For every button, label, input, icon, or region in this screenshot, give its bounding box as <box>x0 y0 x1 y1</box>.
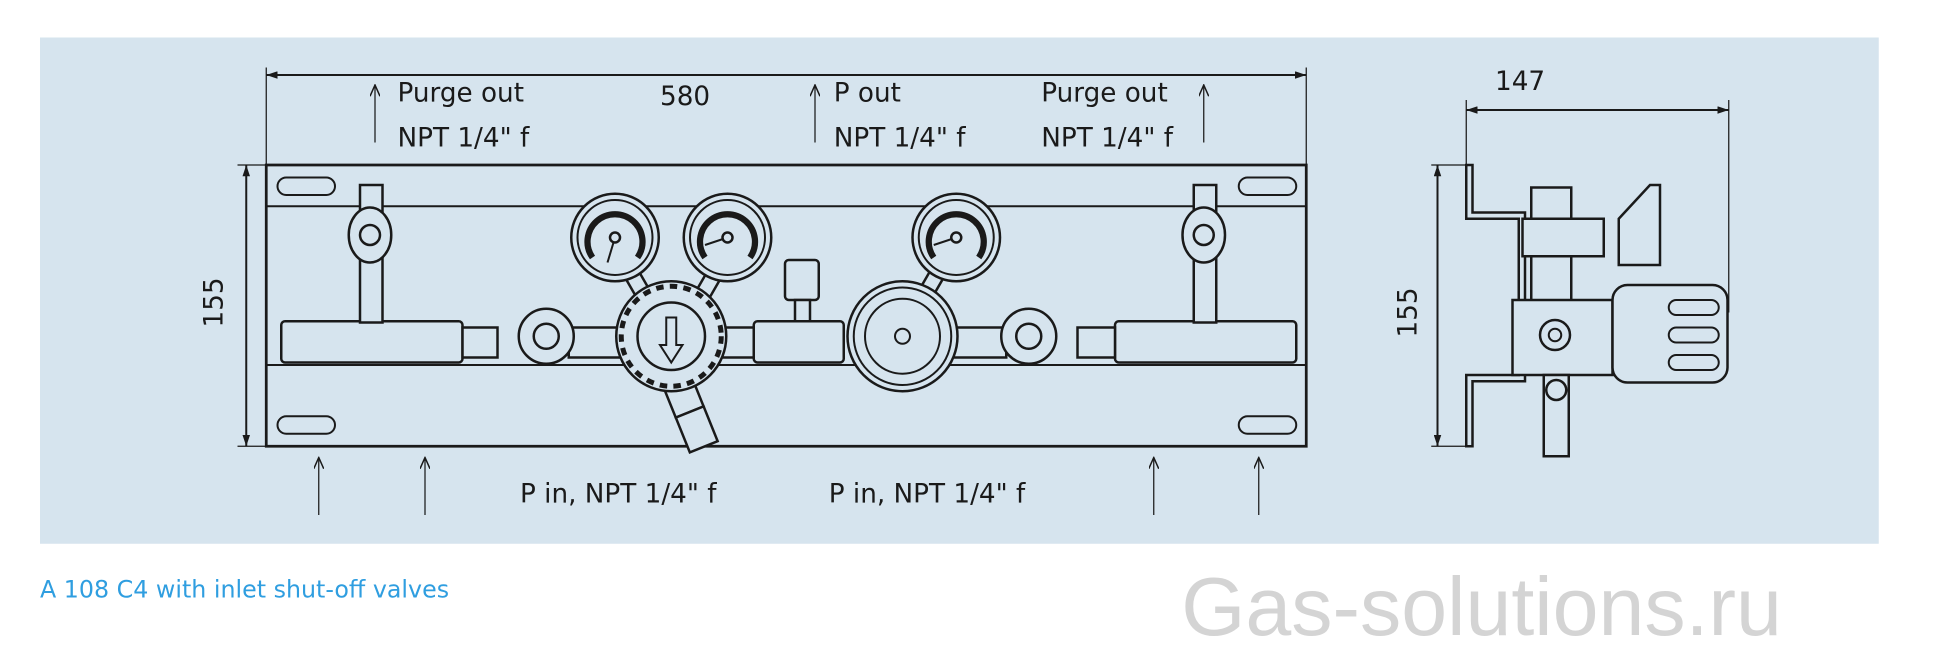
pressure-gauge <box>911 192 1002 304</box>
p-in-left-label: P in, NPT 1/4" f <box>520 480 717 510</box>
height-front-value: 155 <box>200 277 230 327</box>
depth-value: 147 <box>1495 67 1545 97</box>
purge-valve-left <box>347 183 393 324</box>
side-view: 147 155 <box>1393 67 1730 458</box>
purge-out-left-label: Purge out <box>398 78 524 108</box>
regulator-right <box>846 279 959 393</box>
purge-out-left-thread: NPT 1/4" f <box>398 123 531 153</box>
drawing-panel <box>40 37 1879 544</box>
inlet-valve-left <box>517 307 576 365</box>
mounting-slot <box>1237 176 1298 196</box>
width-value: 580 <box>660 82 710 112</box>
inlet-arrows <box>319 458 1259 515</box>
height-dimension-front: 155 <box>200 164 267 447</box>
p-in-right-label: P in, NPT 1/4" f <box>829 480 1026 510</box>
caption: A 108 C4 with inlet shut-off valves <box>40 576 449 604</box>
mounting-bracket <box>1464 163 1527 448</box>
mounting-slot <box>276 176 337 196</box>
arrow-down-icon <box>658 316 685 365</box>
p-out-label: P out <box>834 78 901 108</box>
purge-out-right-label: Purge out <box>1041 78 1167 108</box>
height-side-value: 155 <box>1393 287 1423 337</box>
outlet-arrows <box>375 85 1204 143</box>
width-dimension: 580 <box>265 67 1307 165</box>
watermark: Gas-solutions.ru <box>1181 561 1782 653</box>
mounting-slot <box>276 415 337 435</box>
inlet-valve-right <box>999 307 1058 365</box>
p-out-thread: NPT 1/4" f <box>834 123 967 153</box>
tee-nut <box>783 258 821 302</box>
purge-valve-right <box>1181 183 1227 324</box>
regulator-left <box>615 279 728 393</box>
mounting-slot <box>1237 415 1298 435</box>
purge-out-right-thread: NPT 1/4" f <box>1041 123 1174 153</box>
pressure-gauge <box>570 192 661 304</box>
base-plate <box>264 163 1308 448</box>
